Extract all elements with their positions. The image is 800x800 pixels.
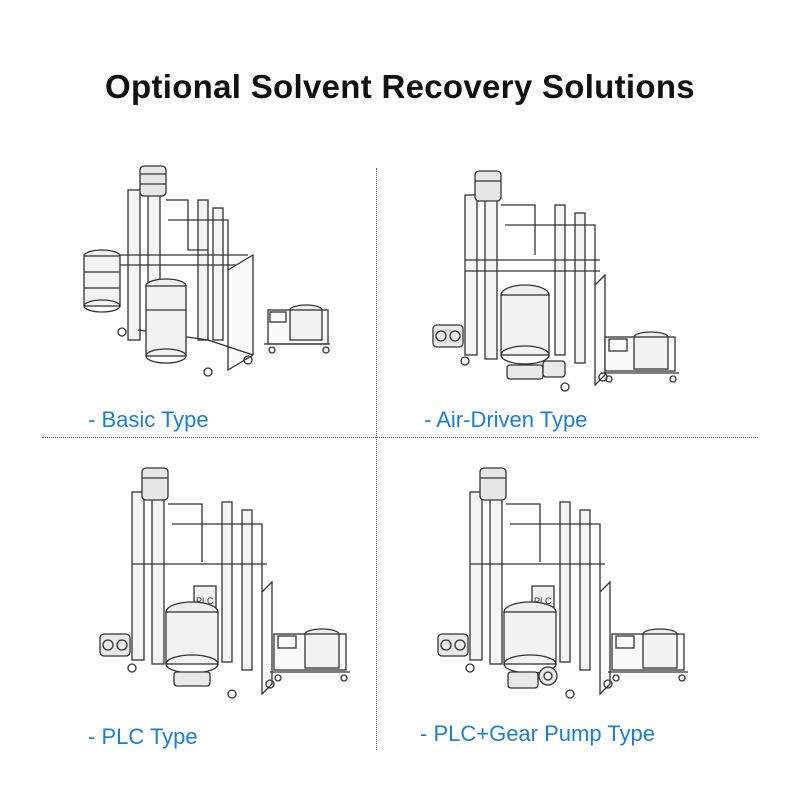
panel-air-driven-type [425,165,695,395]
label-air-driven-type: - Air-Driven Type [424,407,588,432]
panel-plc-type: PLC [92,462,362,702]
basic-type-illustration [83,165,330,377]
air-driven-type-illustration [432,170,679,392]
plc-marking: PLC [534,596,552,606]
plc-marking: PLC [196,596,214,606]
horizontal-divider [42,437,758,438]
label-plc-gear-pump-type: - PLC+Gear Pump Type [420,721,655,746]
label-basic-type: - Basic Type [88,407,209,432]
vertical-divider [376,168,377,750]
panel-basic-type [78,160,358,390]
plc-type-illustration: PLC [99,467,350,699]
label-plc-type: - PLC Type [88,724,198,749]
plc-gear-pump-type-illustration: PLC [437,467,688,699]
panel-plc-gear-pump-type: PLC [430,462,700,702]
page-title: Optional Solvent Recovery Solutions [105,68,695,105]
